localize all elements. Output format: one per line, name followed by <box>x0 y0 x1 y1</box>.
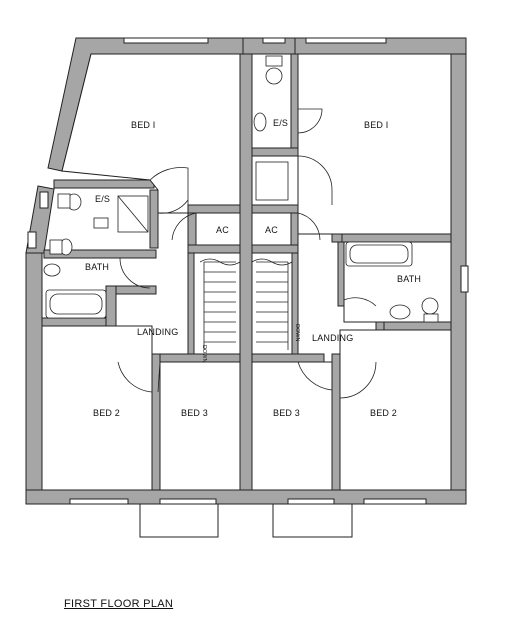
bed1-left-floor <box>61 53 241 214</box>
wall-bath-right-bottom <box>381 321 452 331</box>
wall-ac-left <box>187 204 241 214</box>
window <box>460 265 469 293</box>
door-swings <box>117 108 377 399</box>
wall-es-right-bottom <box>251 147 299 157</box>
wall-bed3-right-top <box>251 353 325 363</box>
label-ac-right: AC <box>265 225 278 235</box>
wall-ac-left-v <box>187 212 197 246</box>
window <box>262 37 286 44</box>
fixtures <box>43 55 439 323</box>
label-bed3-right: BED 3 <box>273 408 300 418</box>
wall-bath-left-stub <box>105 285 117 327</box>
ac-left-floor <box>195 212 241 246</box>
wall-ac-right-v <box>290 212 299 246</box>
basin <box>389 304 411 320</box>
toilet <box>421 297 439 315</box>
ac-right-floor <box>251 212 292 246</box>
bed1-right-floor <box>297 53 452 235</box>
label-bath-left: BATH <box>85 262 109 272</box>
wall-stair-left-top <box>187 244 241 254</box>
room-labels: BED I BED I E/S E/S BATH BATH AC AC LAND… <box>85 118 421 418</box>
label-es-left: E/S <box>95 194 110 204</box>
window <box>287 498 335 505</box>
stair-right <box>251 252 293 355</box>
wall-spine-left <box>239 53 253 491</box>
label-bath-right: BATH <box>397 274 421 284</box>
window <box>123 37 209 44</box>
wall-ac-right <box>251 204 299 214</box>
label-stair-down-right: DOWN <box>294 324 300 341</box>
wall-stair-left-v <box>187 252 195 355</box>
label-landing-left: LANDING <box>137 327 178 337</box>
label-bed1-left: BED I <box>131 120 156 130</box>
stair-treads <box>199 258 293 350</box>
basin <box>253 112 267 132</box>
bed3-right-floor <box>251 361 333 491</box>
window <box>363 498 427 505</box>
wall-bed2-3-divider-right <box>331 353 341 491</box>
window <box>69 498 129 505</box>
label-bed2-left: BED 2 <box>93 408 120 418</box>
basin <box>93 217 109 229</box>
windows <box>27 37 469 505</box>
wall-bed1-right-bottom <box>339 233 452 243</box>
wall-bath-left-stub2 <box>115 285 157 295</box>
bed2-right-floor <box>339 329 452 491</box>
wall-bed3-left-top <box>159 353 241 363</box>
wall-bath-right-left <box>337 241 345 307</box>
room-floors <box>41 53 452 491</box>
label-es-right: E/S <box>273 118 288 128</box>
label-landing-right: LANDING <box>312 333 353 343</box>
shower-tray-right <box>255 161 289 201</box>
window <box>305 37 387 44</box>
wall-left-lower <box>25 252 43 491</box>
label-bed2-right: BED 2 <box>370 408 397 418</box>
window <box>159 498 217 505</box>
bed3-left-floor <box>159 361 241 491</box>
window <box>39 191 49 209</box>
wall-spine-right <box>290 53 299 149</box>
wall-stair-right-top <box>251 244 299 254</box>
wall-es-left <box>53 179 155 189</box>
bed2-left-floor <box>41 325 153 491</box>
label-ac-left: AC <box>216 225 229 235</box>
basin <box>43 263 61 277</box>
stair-left <box>193 252 241 355</box>
wall-bath-left-bottom <box>41 317 117 327</box>
toilet <box>265 67 283 85</box>
walls <box>25 37 467 505</box>
label-bed1-right: BED I <box>364 120 389 130</box>
wall-bath-left-top <box>43 249 157 259</box>
bay-projections <box>139 504 353 538</box>
plan-title: FIRST FLOOR PLAN <box>64 598 174 610</box>
label-bed3-left: BED 3 <box>181 408 208 418</box>
window <box>27 231 37 249</box>
label-stair-down-left: DOWN <box>201 345 207 362</box>
wall-es-right-box <box>149 189 159 249</box>
